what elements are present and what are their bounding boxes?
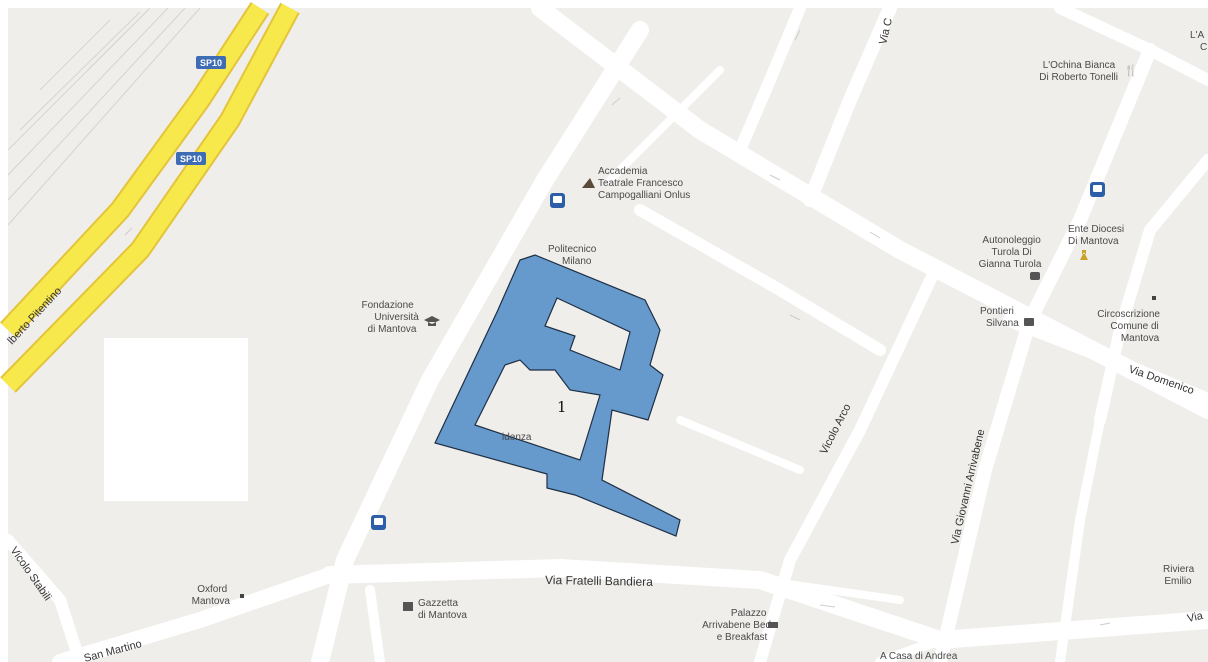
road-shield-sp10-top: SP10 bbox=[196, 56, 226, 69]
railway-tracks bbox=[7, 7, 201, 226]
highway-sp10 bbox=[0, 1, 300, 393]
place-gazzetta: Gazzetta di Mantova bbox=[418, 598, 467, 621]
street-via-c: Via C bbox=[877, 17, 895, 46]
place-autonoleggio: Autonoleggio Turola Di Gianna Turola bbox=[979, 235, 1044, 270]
highlight-number: 1 bbox=[557, 398, 567, 416]
car-icon bbox=[1030, 272, 1040, 280]
road-shield-label: SP10 bbox=[200, 58, 222, 68]
place-casa-andrea: A Casa di Andrea bbox=[880, 651, 958, 662]
newspaper-icon bbox=[403, 602, 413, 611]
graduation-cap-icon bbox=[424, 316, 440, 326]
place-politecnico: Politecnico Milano bbox=[548, 244, 599, 267]
bus-stop-icon[interactable] bbox=[550, 193, 565, 208]
place-dot-icon bbox=[1152, 296, 1156, 300]
blank-overlay bbox=[104, 338, 248, 501]
street-via-right: Via bbox=[1186, 610, 1205, 625]
place-ochina: L'Ochina Bianca Di Roberto Tonelli bbox=[1039, 60, 1118, 83]
place-palazzo: Palazzo Arrivabene Bed e Breakfast bbox=[702, 608, 774, 643]
bag-icon bbox=[1024, 318, 1034, 326]
church-icon bbox=[1080, 250, 1088, 260]
place-dot-icon bbox=[240, 594, 244, 598]
bus-stop-icon[interactable] bbox=[371, 515, 386, 530]
place-riviera: Riviera Emilio bbox=[1163, 564, 1197, 587]
bus-stop-icon[interactable] bbox=[1090, 182, 1105, 197]
street-fratelli-bandiera: Via Fratelli Bandiera bbox=[545, 573, 653, 589]
road-shield-sp10-mid: SP10 bbox=[176, 152, 206, 165]
place-top-right: L'A C bbox=[1190, 30, 1207, 53]
fork-knife-icon: 🍴 bbox=[1124, 64, 1138, 77]
place-ente-diocesi: Ente Diocesi Di Mantova bbox=[1068, 224, 1127, 247]
place-residenza: idenza bbox=[502, 432, 532, 443]
highlighted-building[interactable] bbox=[434, 254, 681, 537]
place-accademia: Accademia Teatrale Francesco Campogallia… bbox=[598, 166, 690, 201]
one-way-arrows bbox=[124, 29, 1111, 626]
place-oxford: Oxford Mantova bbox=[192, 584, 231, 607]
place-fondazione: Fondazione Università di Mantova bbox=[361, 300, 421, 335]
theater-icon bbox=[582, 178, 595, 188]
place-circoscrizione: Circoscrizione Comune di Mantova bbox=[1097, 309, 1163, 344]
road-shield-label: SP10 bbox=[180, 154, 202, 164]
map-land bbox=[8, 8, 1208, 662]
bed-icon bbox=[768, 622, 778, 628]
place-pontieri: Pontieri Silvana bbox=[980, 306, 1019, 329]
